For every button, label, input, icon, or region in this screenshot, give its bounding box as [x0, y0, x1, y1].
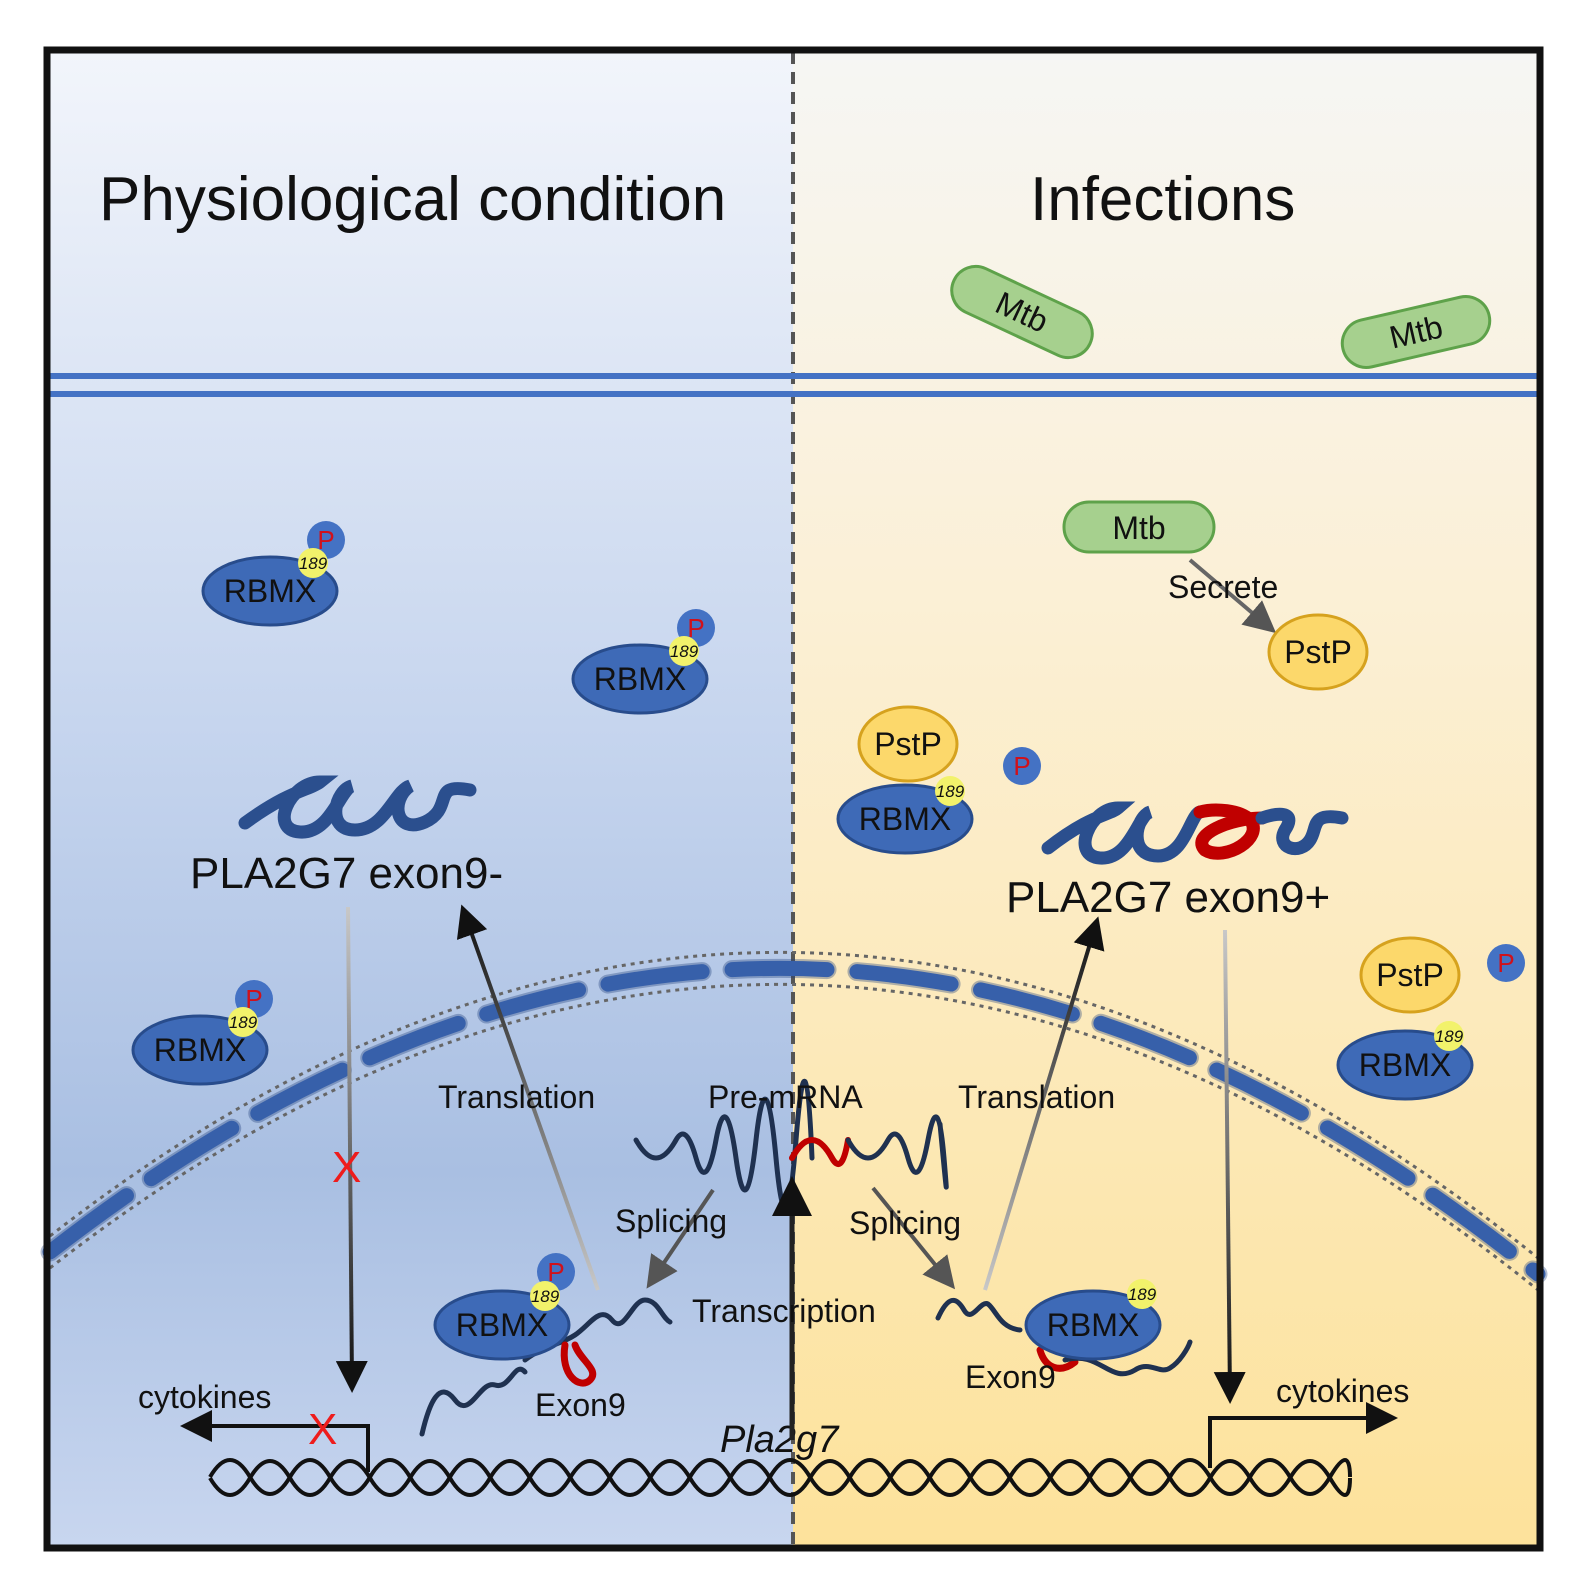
arrow-to-cytokine-promoter-right — [1213, 929, 1246, 1404]
pla2g7-exon9-plus-protein — [1041, 801, 1349, 865]
left-panel-title: Physiological condition — [99, 165, 726, 234]
gene-label: Pla2g7 — [720, 1419, 840, 1461]
site-189 — [530, 1281, 560, 1311]
site-189 — [1127, 1279, 1157, 1309]
phosphate-label: P — [317, 525, 334, 555]
exon9-label-left: Exon9 — [535, 1387, 626, 1423]
isoform-label-right: PLA2G7 exon9+ — [1006, 873, 1330, 922]
blocked-mark-arrow: X — [332, 1143, 361, 1192]
mtb-extracellular-2: Mtb — [1340, 295, 1492, 369]
mtb-label: Mtb — [1112, 510, 1165, 546]
released-phosphate-2: P — [1487, 944, 1525, 982]
pstp-label: PstP — [874, 726, 942, 762]
cytokines-label-left: cytokines — [138, 1379, 271, 1415]
pstp-rbmx-complex-2: PstP RBMX 189 — [1336, 936, 1474, 1101]
nuclear-envelope — [40, 951, 1548, 1292]
right-panel-title: Infections — [1030, 165, 1295, 234]
site-189-label: 189 — [229, 1013, 258, 1032]
site-189 — [935, 776, 965, 806]
rbmx-nuclear-right: RBMX 189 — [1024, 1279, 1162, 1361]
site-189-label: 189 — [1435, 1027, 1464, 1046]
pstp-label: PstP — [1376, 957, 1444, 993]
figure-frame — [43, 46, 1544, 1552]
translation-label-right: Translation — [958, 1079, 1115, 1115]
transcription-label: Transcription — [692, 1293, 876, 1329]
translation-arrow-left — [456, 904, 600, 1291]
rbmx-label: RBMX — [594, 661, 686, 697]
cytokines-label-right: cytokines — [1276, 1373, 1409, 1409]
site-189 — [669, 636, 699, 666]
spliced-mrna-right — [935, 1298, 1193, 1377]
phosphate-label: P — [547, 1257, 564, 1287]
rbmx-label: RBMX — [154, 1032, 246, 1068]
translation-arrow-right — [983, 916, 1105, 1291]
splicing-label-left: Splicing — [615, 1203, 727, 1239]
promoter-arrow-left — [180, 1410, 370, 1472]
pstp-free: PstP — [1267, 613, 1369, 691]
rbmx-phospho-3: RBMX P 189 — [131, 980, 273, 1086]
cell-membrane — [49, 373, 1538, 397]
rbmx-phospho-nuclear-left: RBMX P 189 — [433, 1253, 575, 1361]
rbmx-phospho-2: RBMX P 189 — [571, 609, 715, 715]
pla2g7-exon9-minus-protein — [238, 775, 477, 839]
site-189 — [1434, 1021, 1464, 1051]
promoter-arrow-right — [1208, 1402, 1398, 1468]
pre-mrna-label: Pre-mRNA — [708, 1079, 863, 1115]
splicing-arrow-left — [646, 1188, 715, 1289]
phosphate-label: P — [1013, 751, 1030, 781]
splicing-arrow-right — [871, 1186, 956, 1290]
released-phosphate-1: P — [1003, 747, 1041, 785]
pre-mrna — [633, 1079, 949, 1211]
left-panel-background — [49, 52, 793, 1546]
site-189 — [298, 548, 328, 578]
rbmx-label: RBMX — [1047, 1307, 1139, 1343]
splicing-label-right: Splicing — [849, 1205, 961, 1241]
site-189-label: 189 — [670, 642, 699, 661]
phosphate-label: P — [245, 984, 262, 1014]
mtb-intracellular: Mtb — [1062, 500, 1216, 554]
site-189-label: 189 — [531, 1287, 560, 1306]
site-189-label: 189 — [299, 554, 328, 573]
rbmx-phospho-1: RBMX P 189 — [201, 521, 345, 627]
arrow-to-cytokine-promoter-left — [335, 906, 368, 1393]
blocked-mark-promoter: X — [308, 1405, 337, 1454]
translation-label-left: Translation — [438, 1079, 595, 1115]
phosphate-label: P — [687, 613, 704, 643]
rbmx-label: RBMX — [1359, 1047, 1451, 1083]
exon9-label-right: Exon9 — [965, 1359, 1056, 1395]
isoform-label-left: PLA2G7 exon9- — [190, 849, 503, 898]
pstp-label: PstP — [1284, 634, 1352, 670]
rbmx-label: RBMX — [859, 801, 951, 837]
secrete-arrow — [1188, 558, 1277, 634]
rbmx-label: RBMX — [456, 1307, 548, 1343]
pstp-rbmx-complex-1: PstP RBMX 189 — [836, 705, 974, 855]
rbmx-label: RBMX — [224, 573, 316, 609]
site-189-label: 189 — [936, 782, 965, 801]
secrete-label: Secrete — [1168, 569, 1278, 605]
site-189 — [228, 1007, 258, 1037]
site-189-label: 189 — [1128, 1285, 1157, 1304]
phosphate-label: P — [1497, 948, 1514, 978]
